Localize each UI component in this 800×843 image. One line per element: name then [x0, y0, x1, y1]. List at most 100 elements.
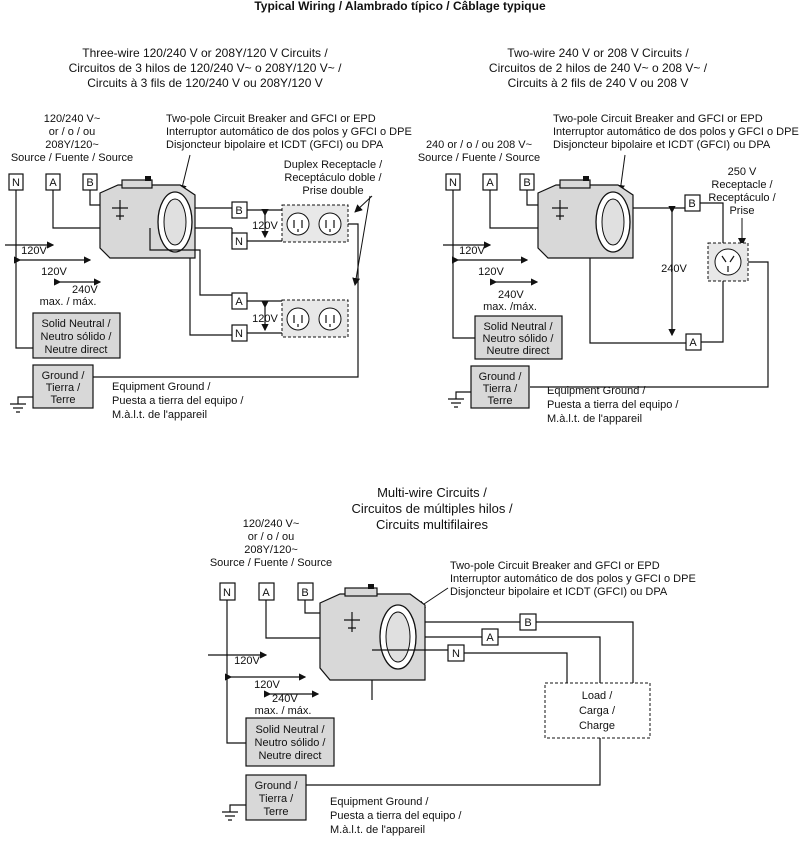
- ground3-1: Ground /: [255, 780, 299, 792]
- neutral2-1: Solid Neutral /: [483, 321, 553, 333]
- t3-a: A: [262, 587, 270, 599]
- neutral3-3: Neutre direct: [259, 750, 322, 762]
- load-box: Load / Carga / Charge: [544, 682, 651, 739]
- page-title: Typical Wiring / Alambrado típico / Câbl…: [254, 0, 546, 13]
- equip2-2: Puesta a tierra del equipo /: [547, 399, 679, 411]
- equip-ground-3: M.à.l.t. de l'appareil: [112, 409, 207, 421]
- rec-label-3: Receptáculo /: [708, 192, 776, 204]
- terminal-b: B: [86, 177, 93, 189]
- v120-m1: 120V: [234, 655, 260, 667]
- breaker-label-2: Interruptor automático de dos polos y GF…: [166, 126, 412, 138]
- load-3: Charge: [579, 720, 615, 732]
- terminal-a: A: [49, 177, 57, 189]
- duplex-receptacle-1: [281, 204, 349, 243]
- equip-ground-1: Equipment Ground /: [112, 381, 211, 393]
- multi-wire-circuit: Multi-wire Circuits / Circuitos de múlti…: [208, 485, 696, 836]
- breaker2-label-2: Interruptor automático de dos polos y GF…: [553, 126, 799, 138]
- three-wire-circuit: Three-wire 120/240 V or 208Y/120 V Circu…: [5, 46, 412, 421]
- t2-b: B: [523, 177, 530, 189]
- ground2-1: Ground /: [479, 371, 523, 383]
- equip3-1: Equipment Ground /: [330, 796, 429, 808]
- breaker3-label-1: Two-pole Circuit Breaker and GFCI or EPD: [450, 560, 660, 572]
- two-source-1: 240 or / o / ou 208 V~: [426, 139, 532, 151]
- v240-two-src: 240V: [498, 289, 524, 301]
- t3-n: N: [223, 587, 231, 599]
- ground3-2: Tierra /: [259, 793, 294, 805]
- ground2-3: Terre: [487, 395, 512, 407]
- duplex-label-2: Receptáculo doble /: [284, 172, 382, 184]
- max-m: max. / máx.: [255, 705, 312, 717]
- v120-two-2: 120V: [478, 266, 504, 278]
- duplex-label-1: Duplex Receptacle /: [284, 159, 383, 171]
- two-wire-heading-3: Circuits à 2 fils de 240 V ou 208 V: [508, 76, 689, 90]
- three-wire-heading-2: Circuitos de 3 hilos de 120/240 V~ o 208…: [69, 61, 343, 75]
- ground2-2: Tierra /: [483, 383, 518, 395]
- neutral3-2: Neutro sólido /: [255, 737, 327, 749]
- v120-src2: 120V: [41, 266, 67, 278]
- t2-out-b: B: [688, 198, 695, 210]
- load-1: Load /: [582, 690, 614, 702]
- t2-a: A: [486, 177, 494, 189]
- breaker2-label-3: Disjoncteur bipolaire et ICDT (GFCI) ou …: [553, 139, 771, 151]
- max-two: max. /máx.: [483, 301, 537, 313]
- two-wire-heading-1: Two-wire 240 V or 208 V Circuits /: [507, 46, 689, 60]
- neutral-1: Solid Neutral /: [41, 318, 111, 330]
- ground-3: Terre: [50, 394, 75, 406]
- t3-out-a: A: [486, 632, 494, 644]
- breaker-2: [537, 176, 634, 259]
- neutral-2: Neutro sólido /: [41, 331, 113, 343]
- t2-n: N: [449, 177, 457, 189]
- two-wire-heading-2: Circuitos de 2 hilos de 240 V~ o 208 V~ …: [489, 61, 708, 75]
- neutral-3: Neutre direct: [45, 344, 108, 356]
- v240-two: 240V: [661, 263, 687, 275]
- neutral2-2: Neutro sólido /: [483, 333, 555, 345]
- two-wire-circuit: Two-wire 240 V or 208 V Circuits / Circu…: [418, 46, 799, 425]
- out-terminal-b: B: [235, 205, 242, 217]
- t3-out-n: N: [452, 648, 460, 660]
- v120-top: 120V: [252, 220, 278, 232]
- msrc-3: 208Y/120~: [244, 544, 298, 556]
- equip2-3: M.à.l.t. de l'appareil: [547, 413, 642, 425]
- equip3-3: M.à.l.t. de l'appareil: [330, 824, 425, 836]
- v240-m: 240V: [272, 693, 298, 705]
- equip2-1: Equipment Ground /: [547, 385, 646, 397]
- three-wire-heading-3: Circuits à 3 fils de 120/240 V ou 208Y/1…: [87, 76, 322, 90]
- v240-src: 240V: [72, 284, 98, 296]
- breaker-1: [99, 176, 196, 259]
- equip3-2: Puesta a tierra del equipo /: [330, 810, 462, 822]
- multi-heading-2: Circuitos de múltiples hilos /: [351, 501, 513, 516]
- v120-two-1: 120V: [459, 245, 485, 257]
- source-label-2: or / o / ou: [49, 126, 95, 138]
- breaker-label-1: Two-pole Circuit Breaker and GFCI or EPD: [166, 113, 376, 125]
- ground-1: Ground /: [42, 370, 86, 382]
- equip-ground-2: Puesta a tierra del equipo /: [112, 395, 244, 407]
- v120-m2: 120V: [254, 679, 280, 691]
- rec-label-1: 250 V: [728, 166, 757, 178]
- rec-label-4: Prise: [729, 205, 754, 217]
- t3-out-b: B: [524, 617, 531, 629]
- rec-label-2: Receptacle /: [711, 179, 773, 191]
- max-src: max. / máx.: [40, 296, 97, 308]
- breaker3-label-3: Disjoncteur bipolaire et ICDT (GFCI) ou …: [450, 586, 668, 598]
- duplex-label-3: Prise double: [302, 185, 363, 197]
- terminal-n: N: [12, 177, 20, 189]
- three-wire-heading-1: Three-wire 120/240 V or 208Y/120 V Circu…: [82, 46, 328, 60]
- t3-b: B: [301, 587, 308, 599]
- neutral2-3: Neutre direct: [487, 345, 550, 357]
- two-source-2: Source / Fuente / Source: [418, 152, 540, 164]
- out-terminal-a: A: [235, 296, 243, 308]
- source-label-3: 208Y/120~: [45, 139, 99, 151]
- multi-heading-3: Circuits multifilaires: [376, 517, 488, 532]
- msrc-1: 120/240 V~: [243, 518, 300, 530]
- ground-2: Tierra /: [46, 382, 81, 394]
- breaker2-label-1: Two-pole Circuit Breaker and GFCI or EPD: [553, 113, 763, 125]
- load-2: Carga /: [579, 705, 616, 717]
- breaker-label-3: Disjoncteur bipolaire et ICDT (GFCI) ou …: [166, 139, 384, 151]
- out-terminal-n: N: [235, 236, 243, 248]
- multi-heading-1: Multi-wire Circuits /: [377, 485, 487, 500]
- neutral3-1: Solid Neutral /: [255, 724, 325, 736]
- duplex-receptacle-2: [281, 299, 349, 338]
- msrc-4: Source / Fuente / Source: [210, 557, 332, 569]
- out-terminal-n2: N: [235, 328, 243, 340]
